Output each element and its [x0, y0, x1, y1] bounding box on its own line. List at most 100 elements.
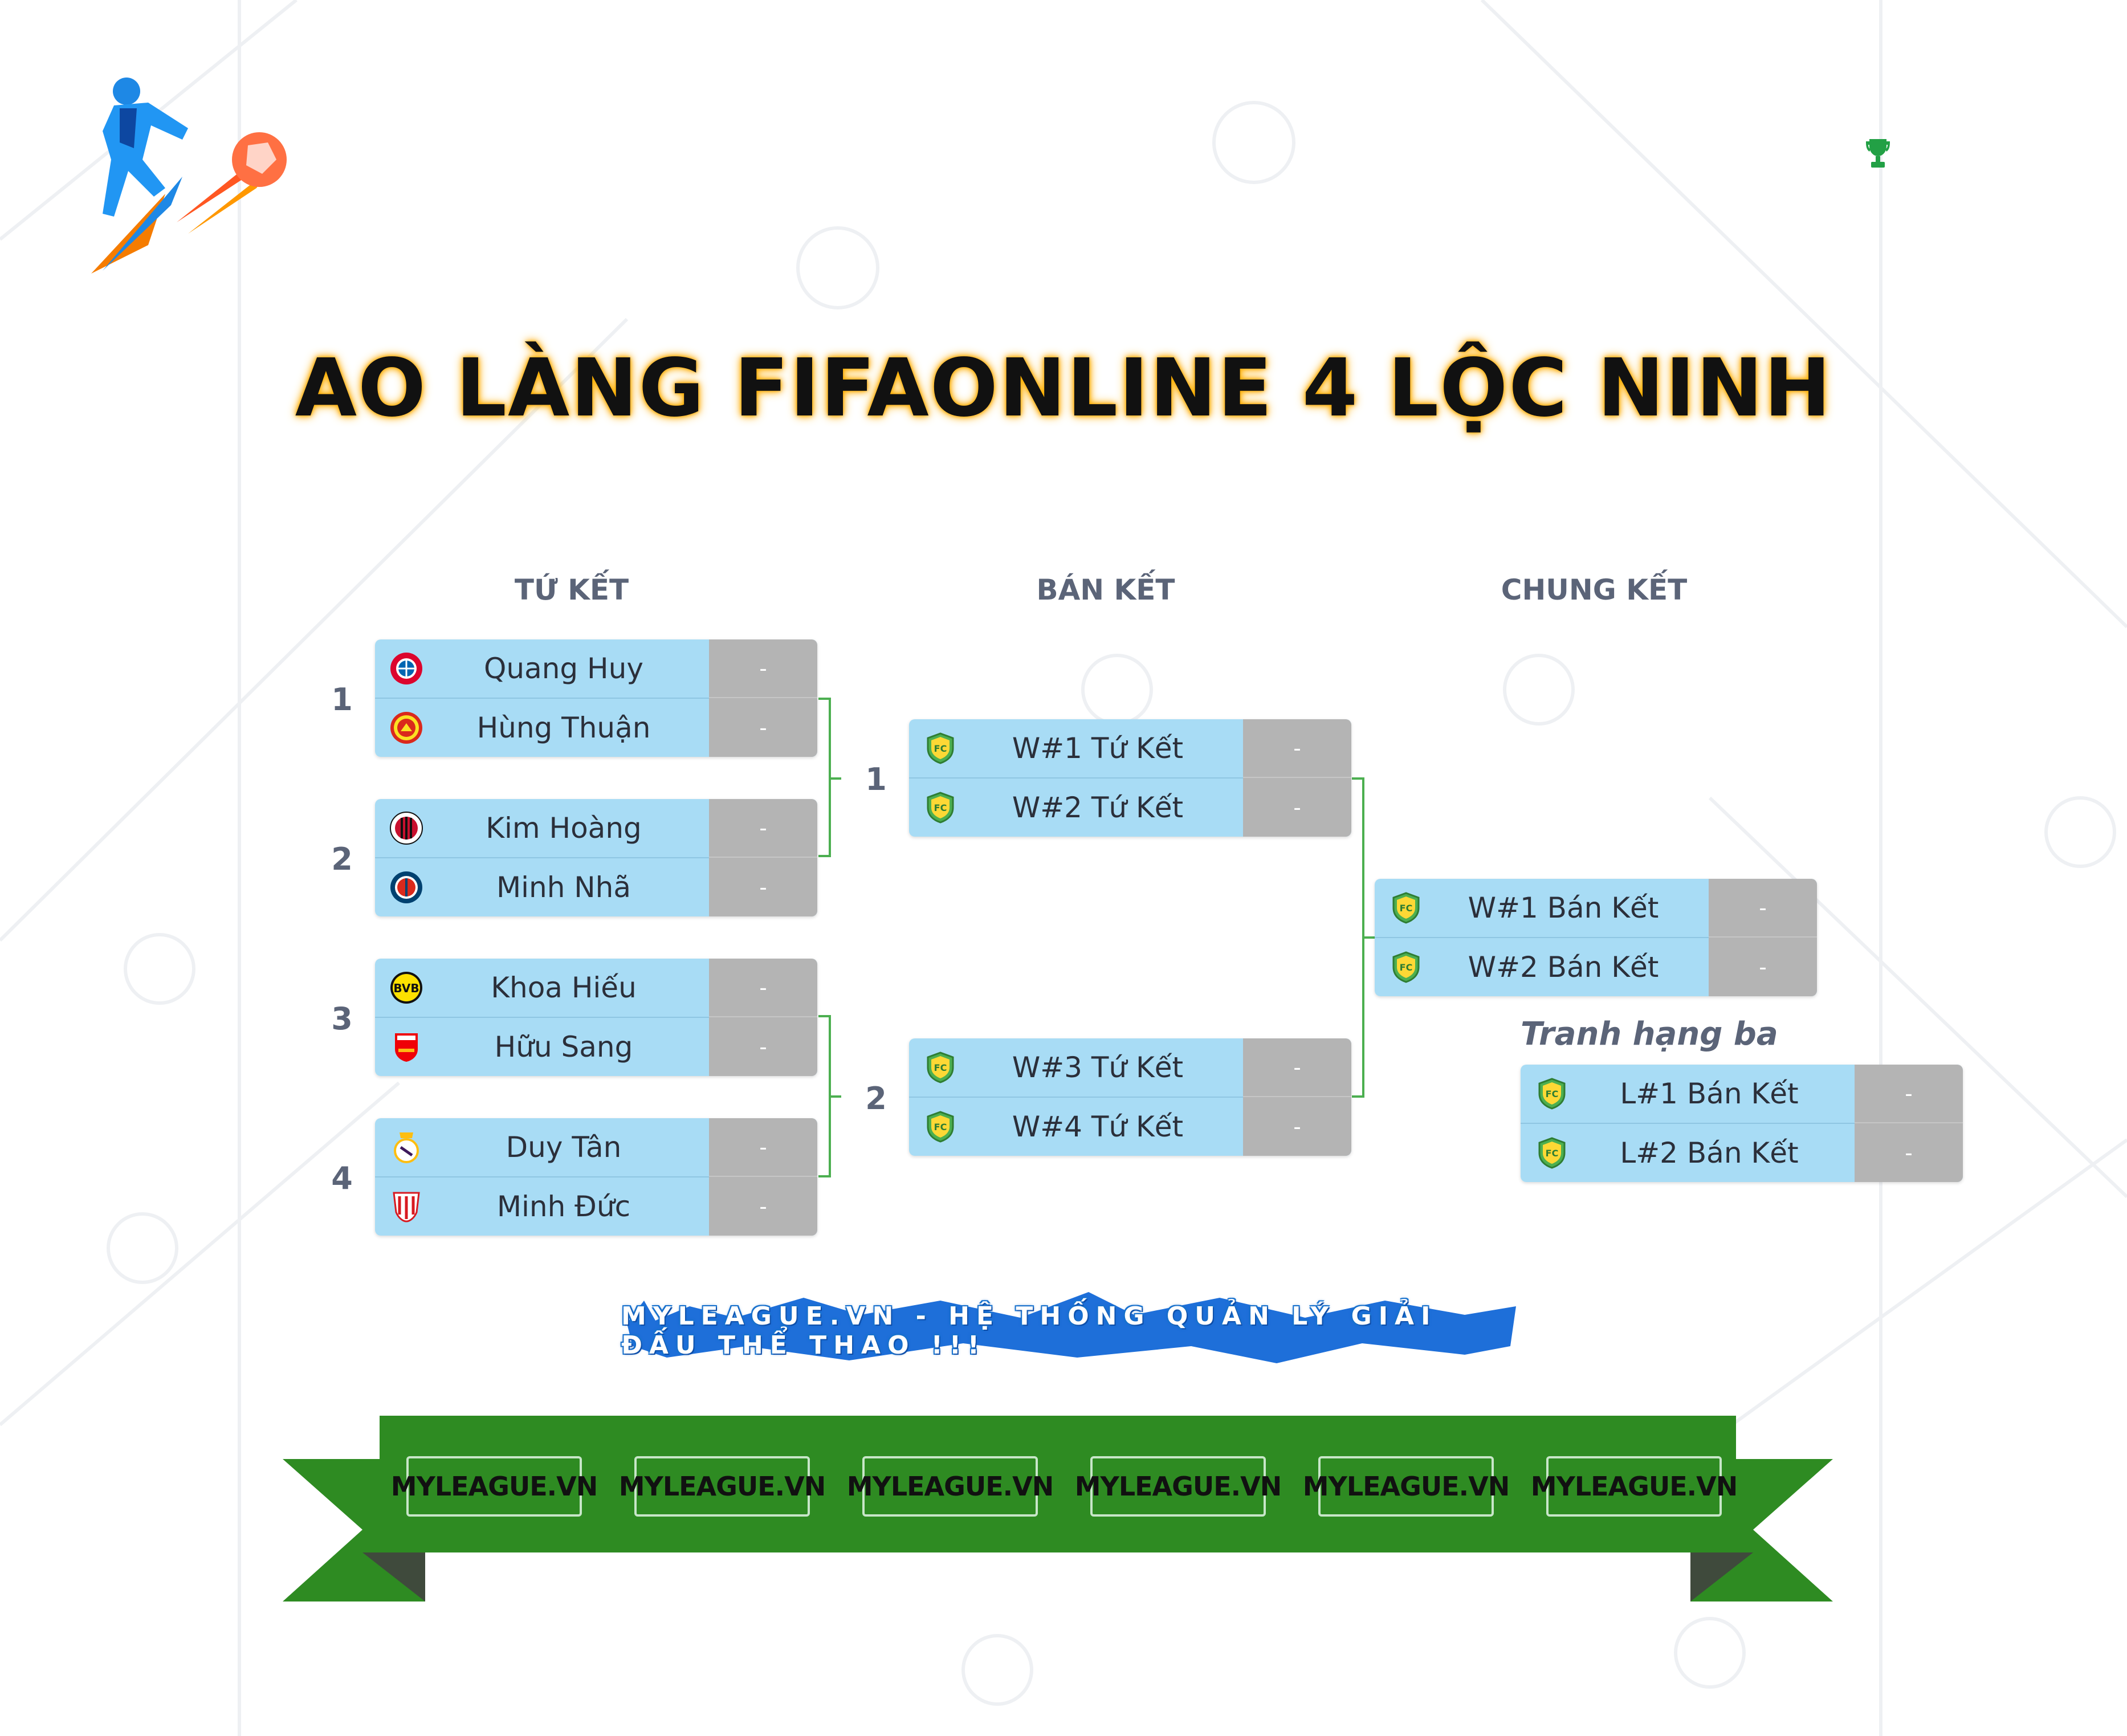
- team-row[interactable]: Kim Hoàng -: [375, 799, 817, 857]
- team-score: -: [709, 1176, 817, 1236]
- team-name: Kim Hoàng: [486, 812, 642, 845]
- fc-badge-icon: FC: [1388, 949, 1424, 985]
- sf-match-number-2: 2: [865, 1081, 887, 1116]
- team-score: -: [709, 799, 817, 857]
- qf-match-1[interactable]: Quang Huy - Hùng Thuận -: [375, 639, 817, 757]
- fc-badge-icon: FC: [923, 1050, 958, 1085]
- fc-badge-icon: FC: [1534, 1135, 1570, 1171]
- team-name: W#4 Tứ Kết: [1012, 1110, 1184, 1143]
- round-header-semifinal: BÁN KẾT: [1036, 573, 1175, 606]
- team-row[interactable]: Duy Tân -: [375, 1118, 817, 1176]
- svg-text:FC: FC: [1400, 903, 1413, 914]
- team-row[interactable]: Hữu Sang -: [375, 1016, 817, 1076]
- team-row[interactable]: FC L#1 Bán Kết -: [1521, 1065, 1963, 1123]
- final-match[interactable]: FC W#1 Bán Kết - FC W#2 Bán Kết -: [1375, 879, 1817, 996]
- team-name: Minh Đức: [496, 1190, 631, 1223]
- tagline-text: MYLEAGUE.VN - HỆ THỐNG QUẢN LÝ GIẢI ĐẤU …: [621, 1302, 1437, 1360]
- team-row[interactable]: FC W#3 Tứ Kết -: [909, 1038, 1351, 1097]
- qf-match-3[interactable]: BVB Khoa Hiếu - Hữu Sang -: [375, 959, 817, 1076]
- team-name: W#2 Bán Kết: [1468, 951, 1659, 984]
- team-row[interactable]: FC W#4 Tứ Kết -: [909, 1096, 1351, 1156]
- team-score: -: [709, 639, 817, 698]
- team-row[interactable]: BVB Khoa Hiếu -: [375, 959, 817, 1017]
- team-name: Duy Tân: [506, 1131, 622, 1164]
- team-score: -: [1243, 719, 1351, 777]
- team-score: -: [709, 697, 817, 757]
- sf-match-number-1: 1: [865, 761, 887, 797]
- team-name: W#1 Tứ Kết: [1012, 732, 1184, 765]
- team-name: W#1 Bán Kết: [1468, 891, 1659, 924]
- team-row[interactable]: FC W#1 Bán Kết -: [1375, 879, 1817, 937]
- real-madrid-logo: [389, 1130, 424, 1165]
- team-row[interactable]: FC L#2 Bán Kết -: [1521, 1122, 1963, 1182]
- svg-text:BVB: BVB: [393, 981, 419, 995]
- fc-badge-icon: FC: [923, 731, 958, 766]
- team-name: Quang Huy: [484, 652, 643, 685]
- svg-text:FC: FC: [1400, 962, 1413, 973]
- myleague-badge-5[interactable]: MYLEAGUE.VN: [1303, 1456, 1510, 1517]
- svg-text:FC: FC: [1546, 1148, 1559, 1159]
- team-row[interactable]: FC W#2 Bán Kết -: [1375, 936, 1817, 996]
- man-utd-logo: [389, 710, 424, 745]
- myleague-badge-3[interactable]: MYLEAGUE.VN: [847, 1456, 1054, 1517]
- qf-match-number-2: 2: [331, 841, 353, 877]
- team-name: Hữu Sang: [494, 1030, 633, 1063]
- qf-match-number-1: 1: [331, 682, 353, 718]
- fc-badge-icon: FC: [923, 1109, 958, 1144]
- team-row[interactable]: Minh Đức -: [375, 1176, 817, 1236]
- team-score: -: [1709, 879, 1817, 937]
- tournament-title: AO LÀNG FIFAONLINE 4 LỘC NINH: [295, 342, 1832, 435]
- round-header-final: CHUNG KẾT: [1501, 573, 1688, 606]
- third-place-match[interactable]: FC L#1 Bán Kết - FC L#2 Bán Kết -: [1521, 1065, 1963, 1182]
- team-row[interactable]: Hùng Thuận -: [375, 697, 817, 757]
- fc-badge-icon: FC: [1534, 1076, 1570, 1111]
- round-header-quarterfinal: TỨ KẾT: [514, 573, 629, 606]
- bayern-logo: [389, 651, 424, 686]
- qf-match-4[interactable]: Duy Tân - Minh Đức -: [375, 1118, 817, 1236]
- team-score: -: [1243, 1096, 1351, 1156]
- team-name: L#1 Bán Kết: [1620, 1077, 1799, 1110]
- team-name: Minh Nhã: [496, 871, 631, 904]
- team-score: -: [1709, 936, 1817, 996]
- team-name: Hùng Thuận: [476, 711, 651, 744]
- team-name: W#2 Tứ Kết: [1012, 791, 1184, 824]
- fc-badge-icon: FC: [1388, 890, 1424, 926]
- team-score: -: [709, 959, 817, 1017]
- arsenal-logo: [389, 1029, 424, 1065]
- team-row[interactable]: FC W#1 Tứ Kết -: [909, 719, 1351, 777]
- team-score: -: [1243, 777, 1351, 837]
- team-score: -: [709, 1016, 817, 1076]
- qf-match-number-4: 4: [331, 1160, 353, 1196]
- team-score: -: [1243, 1038, 1351, 1097]
- team-name: L#2 Bán Kết: [1620, 1136, 1799, 1169]
- svg-text:FC: FC: [1546, 1089, 1559, 1099]
- psg-logo: [389, 870, 424, 905]
- team-score: -: [709, 857, 817, 916]
- team-name: Khoa Hiếu: [491, 971, 637, 1004]
- svg-text:FC: FC: [934, 802, 947, 813]
- svg-text:FC: FC: [934, 743, 947, 754]
- team-name: W#3 Tứ Kết: [1012, 1051, 1184, 1084]
- sf-match-2[interactable]: FC W#3 Tứ Kết - FC W#4 Tứ Kết -: [909, 1038, 1351, 1156]
- team-row[interactable]: Quang Huy -: [375, 639, 817, 698]
- fc-badge-icon: FC: [923, 790, 958, 825]
- qf-match-2[interactable]: Kim Hoàng - Minh Nhã -: [375, 799, 817, 916]
- tagline-splash: [627, 1292, 1516, 1363]
- sevilla-logo: [389, 1189, 424, 1224]
- bvb-logo: BVB: [389, 970, 424, 1005]
- myleague-badge-1[interactable]: MYLEAGUE.VN: [391, 1456, 598, 1517]
- team-score: -: [1855, 1122, 1963, 1182]
- sf-match-1[interactable]: FC W#1 Tứ Kết - FC W#2 Tứ Kết -: [909, 719, 1351, 837]
- soccer-player-logo[interactable]: [80, 74, 296, 279]
- team-row[interactable]: FC W#2 Tứ Kết -: [909, 777, 1351, 837]
- svg-text:FC: FC: [934, 1122, 947, 1132]
- team-row[interactable]: Minh Nhã -: [375, 857, 817, 916]
- ribbon-banner: [283, 1416, 1833, 1601]
- myleague-badge-2[interactable]: MYLEAGUE.VN: [619, 1456, 826, 1517]
- myleague-badge-6[interactable]: MYLEAGUE.VN: [1531, 1456, 1738, 1517]
- team-score: -: [1855, 1065, 1963, 1123]
- trophy-icon[interactable]: [1865, 138, 1891, 170]
- myleague-badge-4[interactable]: MYLEAGUE.VN: [1075, 1456, 1282, 1517]
- qf-match-number-3: 3: [331, 1001, 353, 1037]
- svg-text:FC: FC: [934, 1062, 947, 1073]
